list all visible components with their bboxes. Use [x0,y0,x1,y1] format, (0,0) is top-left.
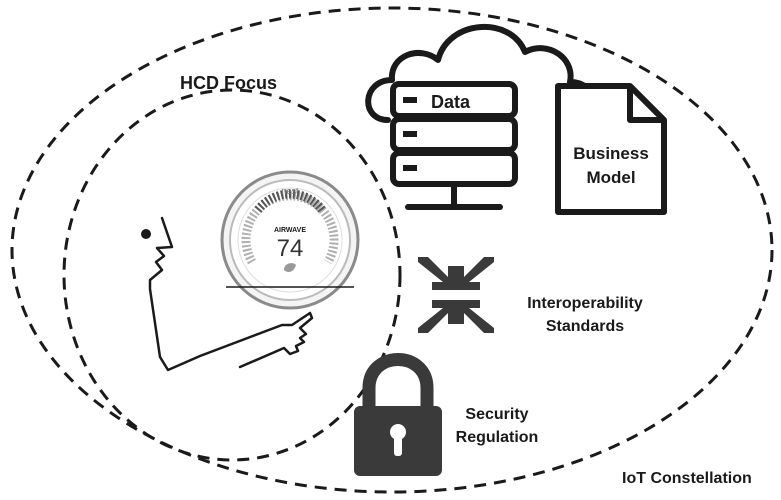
thermostat-brand: nest [281,186,299,196]
interoperability-label-line1: Interoperability [527,295,643,312]
business-model-label-line1: Business [573,144,649,163]
business-model-label-line2: Model [586,168,635,187]
inward-arrows-icon [418,257,494,333]
security-label-line2: Regulation [456,429,539,446]
hcd-focus-boundary [62,88,402,462]
padlock-icon [354,353,442,476]
iot-constellation-label: IoT Constellation [622,470,752,487]
thermostat-temperature: 74 [277,235,304,262]
hcd-focus-label: HCD Focus [180,73,277,93]
document-icon [555,83,667,215]
thermostat-mode: AIRWAVE [274,227,306,234]
data-label: Data [431,92,471,112]
interoperability-label-line2: Standards [546,318,624,335]
cloud-server-icon [365,24,597,210]
person-profile-icon [141,216,314,372]
security-label-line1: Security [465,406,528,423]
iot-constellation-boundary [10,6,774,494]
thermostat-icon [220,170,360,310]
